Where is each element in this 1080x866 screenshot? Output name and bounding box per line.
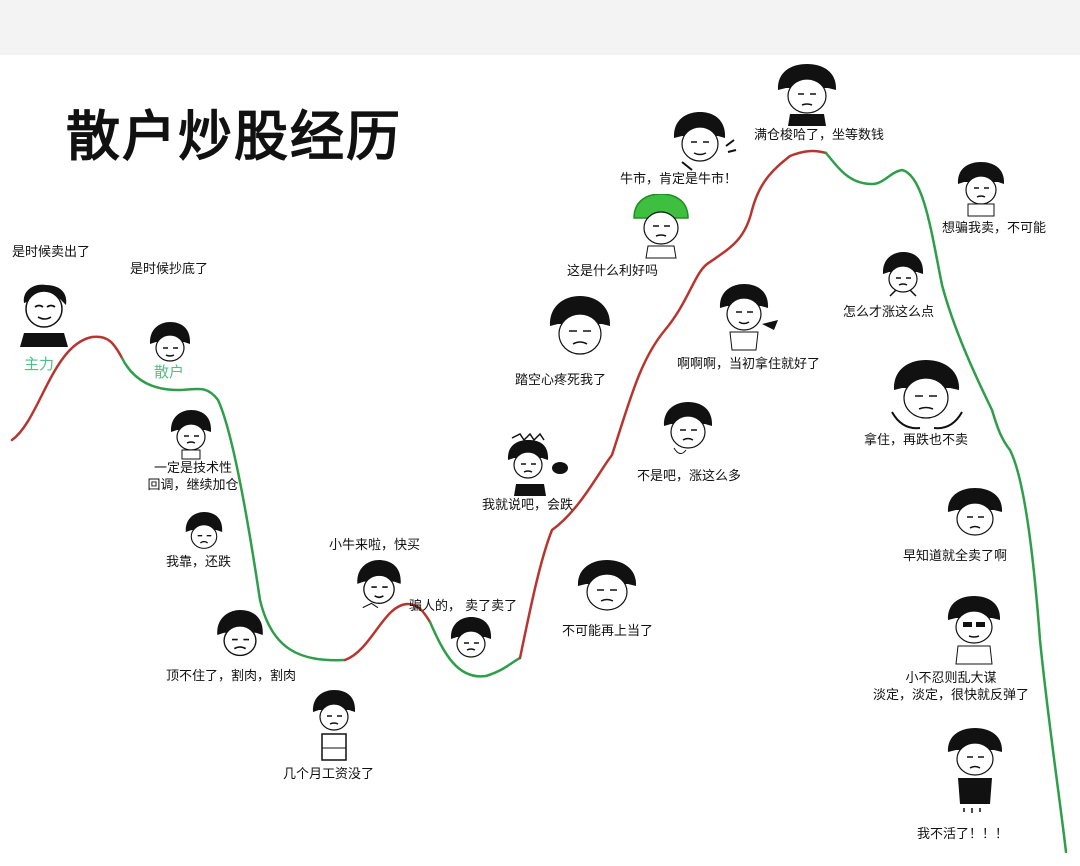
patience-face-icon: [947, 596, 1001, 665]
label-patience: 小不忍则乱大谋 淡定，淡定，很快就反弹了: [856, 670, 1046, 704]
page-title: 散户炒股经历: [66, 105, 402, 168]
pullback-face-icon: [170, 410, 212, 460]
green-helmet-face-icon: [633, 194, 689, 259]
knew-it-face-icon: [507, 432, 568, 496]
main-force-tag: 主力: [24, 355, 55, 373]
curve-rise-1: [10, 335, 124, 442]
label-hold-on: 拿住，再跌也不卖: [864, 433, 969, 448]
still-falling-face-icon: [185, 512, 223, 549]
label-what-good: 这是什么利好吗: [567, 264, 659, 279]
no-way-face-icon: [663, 402, 713, 454]
broke-face-icon: [312, 690, 356, 761]
label-no-way-rose: 不是吧，涨这么多: [637, 469, 742, 484]
label-bull-market: 牛市，肯定是牛市！: [620, 172, 738, 187]
label-fooled: 骗人的， 卖了卖了: [409, 599, 518, 614]
trick-face-icon: [957, 162, 1005, 217]
label-knew-it: 我就说吧，会跌: [482, 498, 574, 513]
curve-rise-2: [343, 602, 432, 662]
label-time-to-buy-dip: 是时候抄底了: [130, 262, 209, 277]
label-not-fooled-again: 不可能再上当了: [562, 624, 654, 639]
label-patience-line2: 淡定，淡定，很快就反弹了: [872, 688, 1029, 703]
label-still-falling: 我靠，还跌: [166, 555, 232, 570]
label-should-sold-all: 早知道就全卖了啊: [903, 549, 1008, 564]
retail-investor-tag: 散户: [154, 363, 185, 381]
label-small-bull: 小牛来啦，快买: [329, 538, 421, 553]
despair-face-icon: [947, 728, 1003, 813]
small-bull-face-icon: [357, 560, 401, 609]
retail-investor-face-icon: [149, 322, 191, 362]
label-tech-pullback-line1: 一定是技术性: [153, 461, 232, 476]
label-tech-pullback: 一定是技术性 回调，继续加仓: [138, 460, 248, 494]
label-cut-loss: 顶不住了，割肉，割肉: [166, 669, 297, 684]
cut-loss-face-icon: [217, 610, 263, 657]
label-tech-pullback-line2: 回调，继续加仓: [147, 478, 239, 493]
heartache-face-icon: [549, 296, 611, 355]
label-how-to-rise: 怎么才涨这么点: [843, 305, 935, 320]
curve-rise-3: [518, 149, 828, 660]
regret-sell-face-icon: [947, 488, 1003, 536]
label-trick-me: 想骗我卖，不可能: [942, 221, 1047, 236]
curve-fall-1: [120, 356, 347, 662]
label-salary-gone: 几个月工资没了: [283, 767, 375, 782]
hold-face-icon: [891, 360, 963, 430]
label-patience-line1: 小不忍则乱大谋: [905, 671, 997, 686]
bull-market-face-icon: [673, 112, 737, 171]
main-force-face-icon: [20, 284, 68, 347]
how-rise-face-icon: [882, 252, 924, 297]
curve-fall-3: [824, 151, 1068, 854]
label-heartache: 踏空心疼死我了: [515, 373, 607, 388]
fooled-face-icon: [450, 617, 492, 658]
regret-face-icon: [719, 284, 778, 351]
label-should-held: 啊啊啊，当初拿住就好了: [677, 357, 821, 372]
top-band: [0, 0, 1080, 55]
label-full-position: 满仓梭哈了，坐等数钱: [754, 128, 885, 143]
full-position-face-icon: [777, 64, 837, 126]
not-again-face-icon: [577, 560, 637, 611]
curve-fall-2: [428, 620, 522, 678]
label-cant-live: 我不活了！！！: [917, 827, 1009, 842]
label-time-to-sell: 是时候卖出了: [12, 245, 91, 260]
